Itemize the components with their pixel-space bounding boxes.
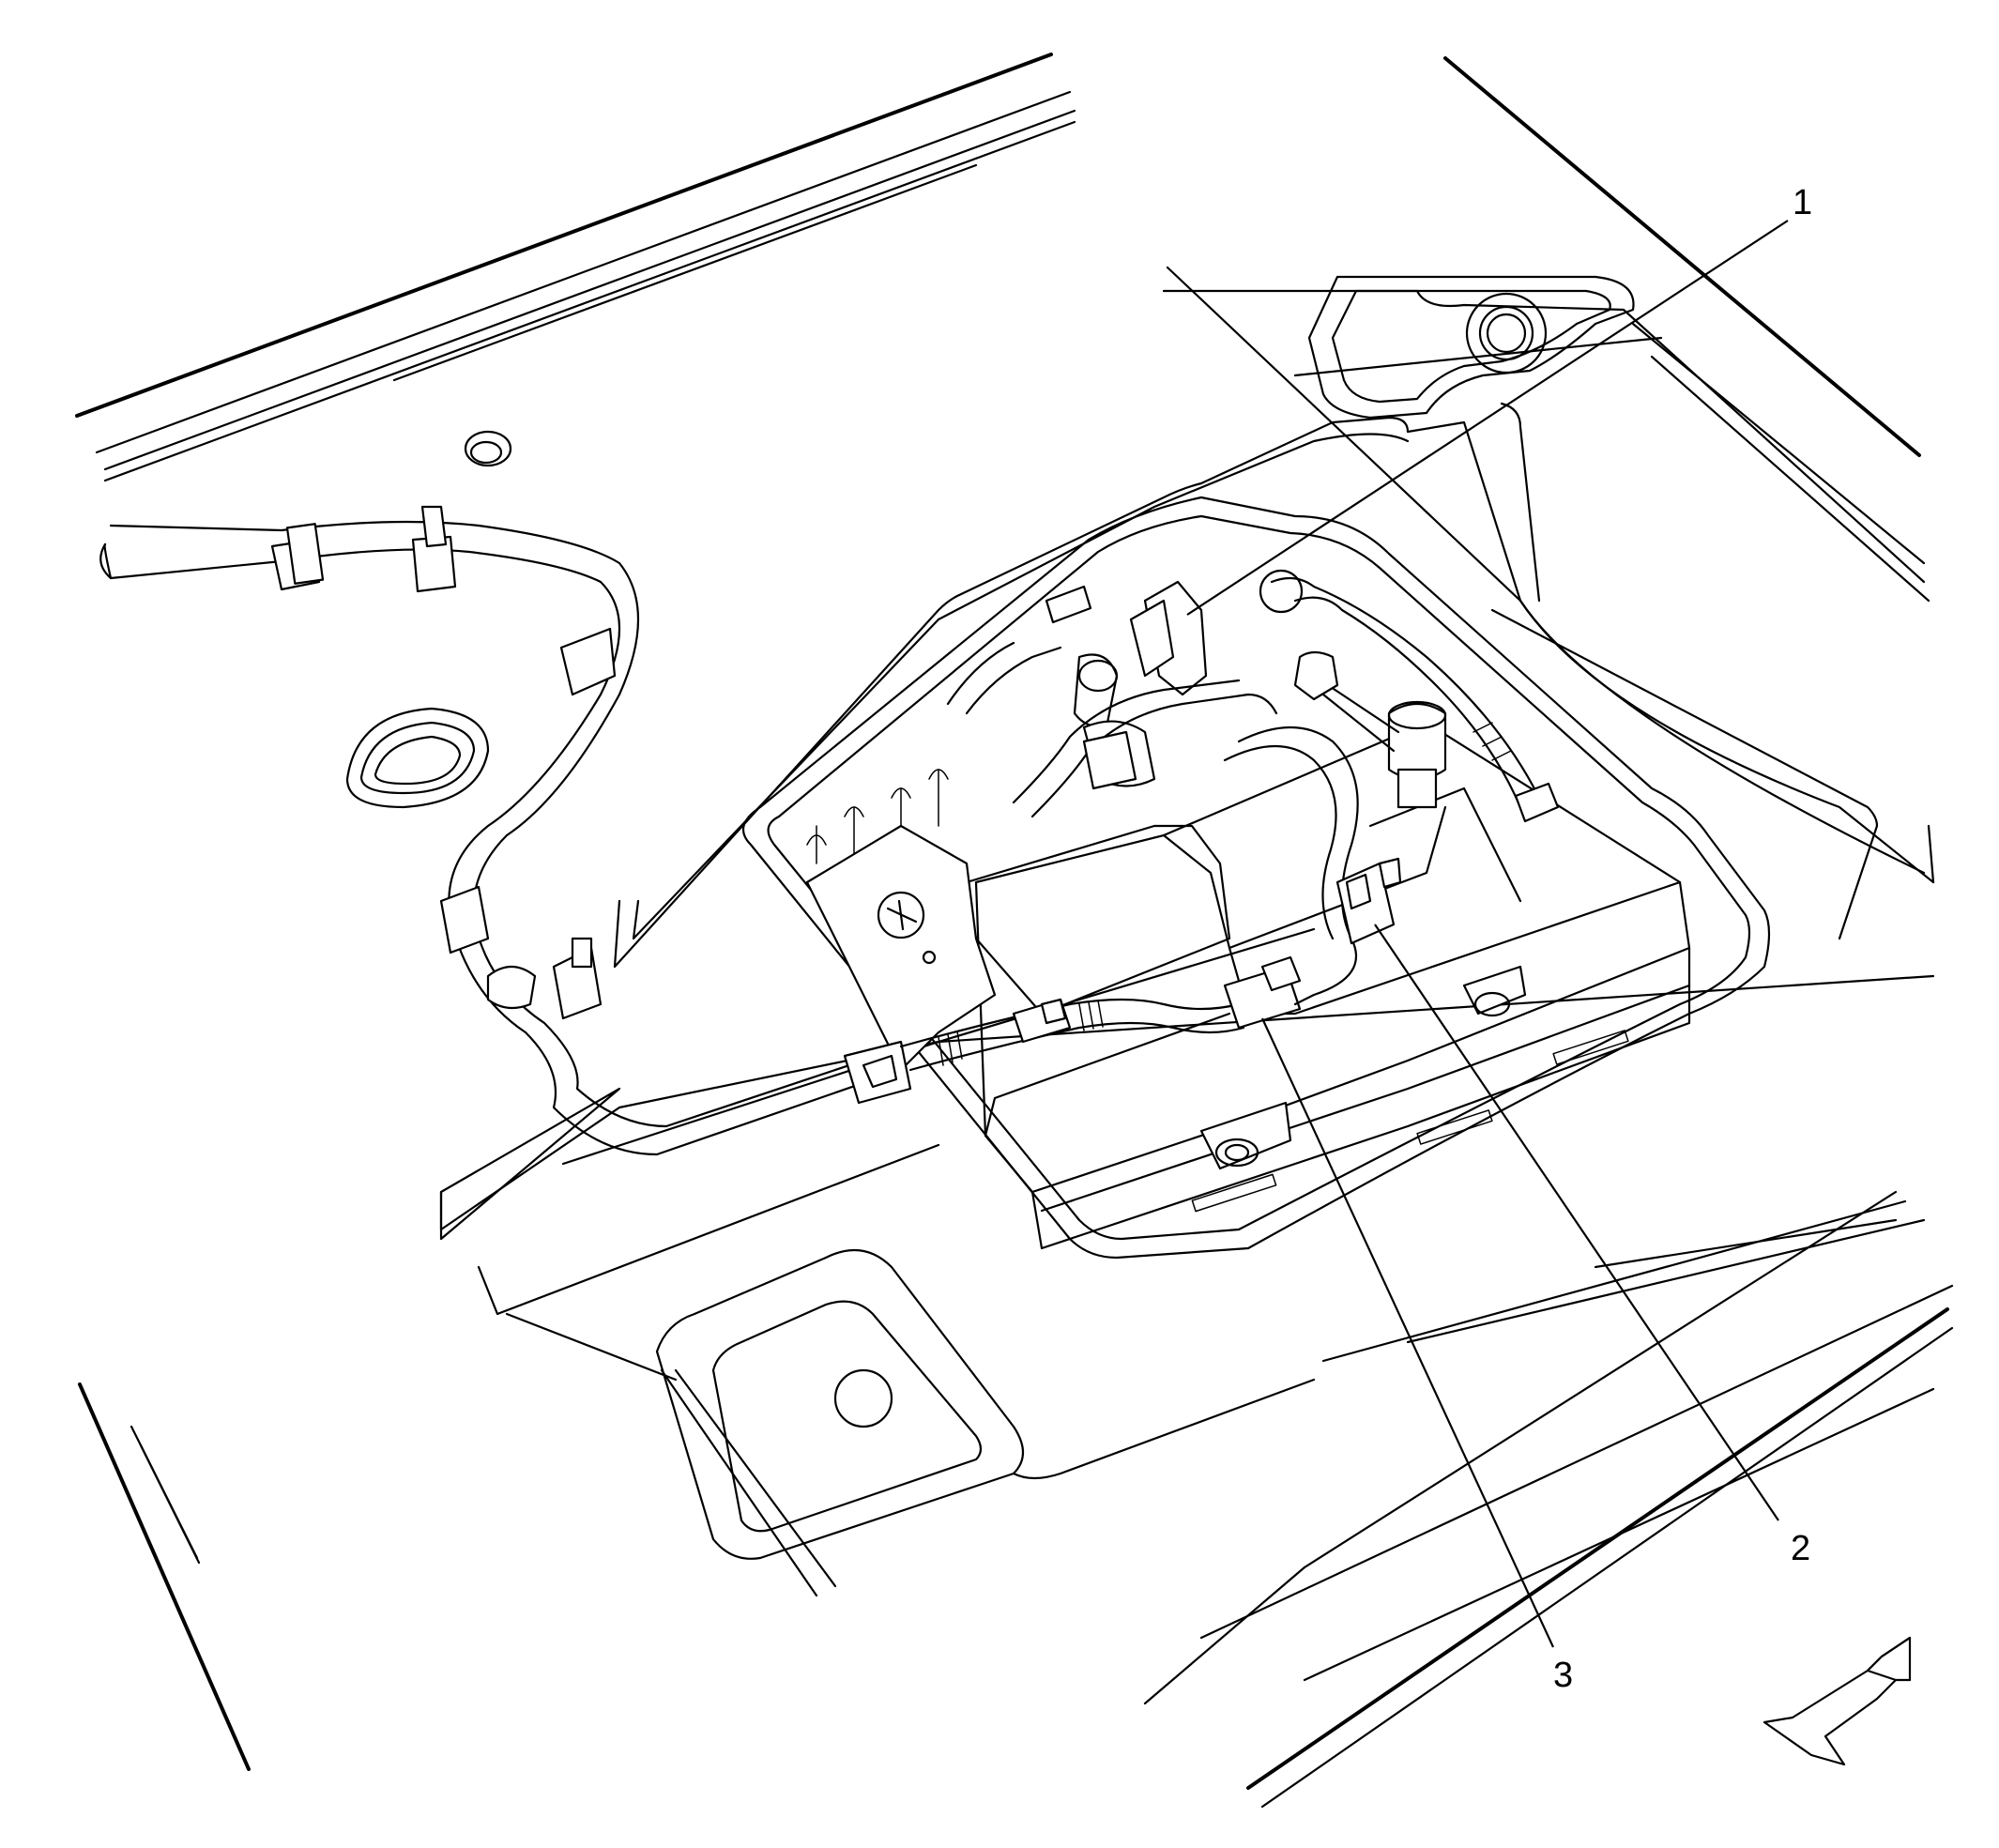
hold-down-tabs (1199, 965, 1527, 1170)
harness-branch-battery (899, 955, 1302, 1072)
callout-3: 3 (1553, 1656, 1573, 1695)
callout-2: 2 (1791, 1529, 1810, 1568)
rear-mount-boss (1307, 275, 1635, 420)
battery-cable-right (1259, 569, 1560, 823)
lower-left-panel-edge (78, 1382, 251, 1771)
tray-slot (1045, 585, 1092, 624)
battery-case (965, 721, 1691, 1250)
panel-round-hole (464, 430, 512, 467)
harness-branch-connector-2 (1223, 726, 1402, 1006)
direction-arrow-icon (1762, 1636, 1912, 1766)
wiring-harness-left (99, 505, 912, 1156)
callout-labels: 1 2 3 (1553, 183, 1812, 1695)
harness-branch-upper (946, 641, 1278, 818)
upper-right-body-panel (1162, 56, 1935, 884)
battery-post-right (1293, 650, 1447, 809)
battery-inner-tray (741, 496, 1771, 1260)
leader-line-3 (1261, 1017, 1554, 1648)
plus-terminal-icon (877, 891, 925, 939)
panel-oval-grommet (345, 707, 490, 809)
positive-terminal (805, 824, 997, 1072)
lower-support-bracket (655, 1248, 1316, 1597)
lower-right-floor-panel (1143, 1190, 1954, 1809)
callout-1: 1 (1793, 183, 1812, 222)
leader-line-1 (1186, 220, 1789, 616)
callout-leaders (1186, 220, 1789, 1648)
upper-left-body-panel (75, 53, 1076, 482)
battery-tray-housing (439, 402, 1935, 1382)
leader-line-2 (1374, 924, 1779, 1521)
